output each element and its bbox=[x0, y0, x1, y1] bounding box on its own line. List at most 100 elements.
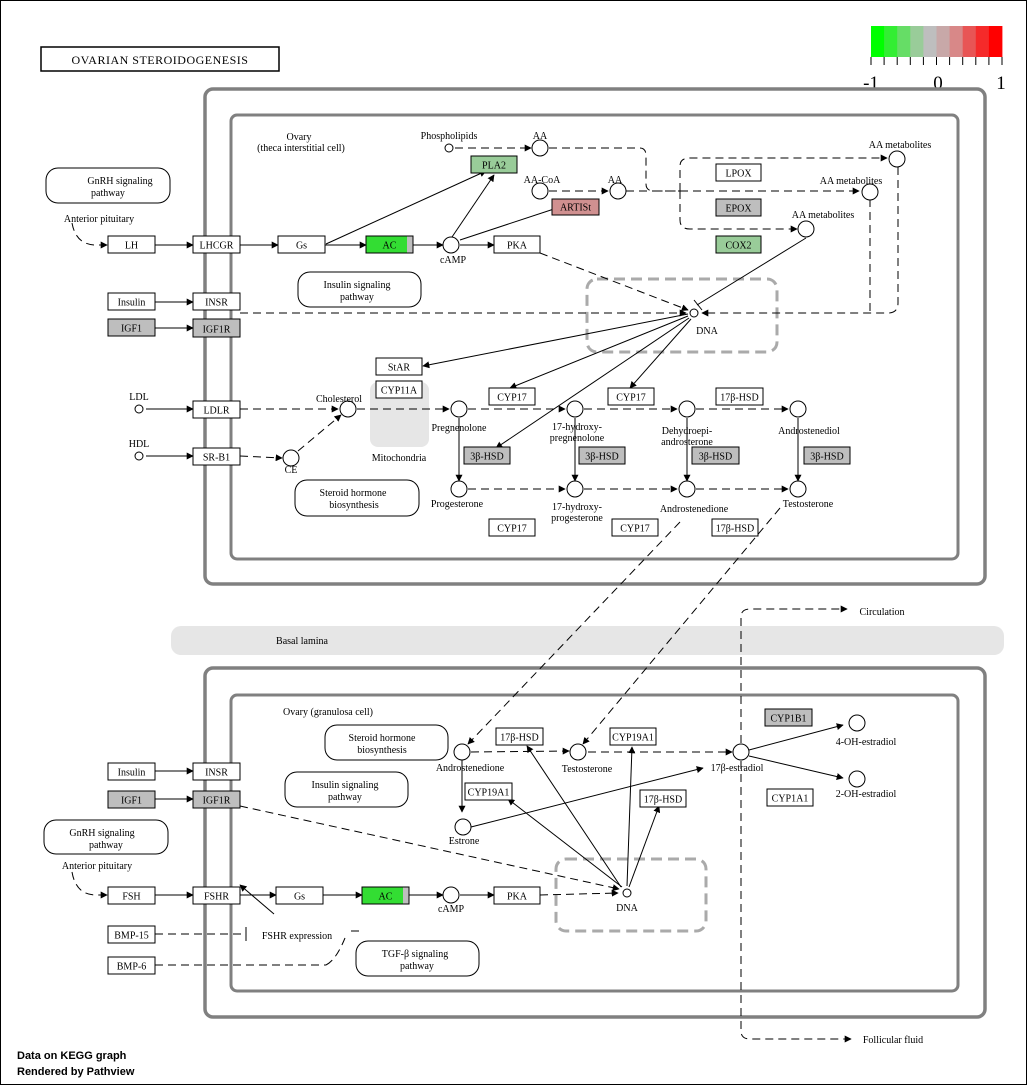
gene-cyp11a[interactable]: CYP11A bbox=[375, 380, 423, 399]
gene-srb1[interactable]: SR-B1 bbox=[192, 447, 241, 466]
gene-hsd3-b[interactable]: 3β-HSD bbox=[578, 446, 626, 465]
compound-aacoa[interactable]: AA-CoA bbox=[524, 175, 561, 200]
edge-dna-cyp17b bbox=[629, 318, 692, 389]
compound-androstenedione-bot[interactable]: Androstenedione bbox=[436, 743, 505, 774]
compound-ohpreg[interactable]: 17-hydroxy-pregnenolone bbox=[550, 400, 605, 444]
gene-label: CYP17 bbox=[620, 524, 649, 535]
gene-star[interactable]: StAR bbox=[375, 357, 423, 376]
gene-bmp6[interactable]: BMP-6 bbox=[107, 956, 156, 975]
gene-hsd3-d[interactable]: 3β-HSD bbox=[803, 446, 851, 465]
steroid-pathway-top[interactable]: Steroid hormone biosynthesis bbox=[294, 479, 420, 517]
gene-artist[interactable]: ARTISt bbox=[551, 198, 600, 216]
gene-cyp17-b[interactable]: CYP17 bbox=[607, 387, 655, 406]
compound-estrone[interactable]: Estrone bbox=[449, 818, 480, 847]
follicular-fluid-label: Follicular fluid bbox=[863, 1035, 923, 1046]
gene-pka-top[interactable]: PKA bbox=[493, 235, 541, 254]
compound-aa2[interactable]: AA bbox=[608, 175, 627, 200]
gene-cyp17-c[interactable]: CYP17 bbox=[488, 518, 536, 537]
gene-hsd3-c[interactable]: 3β-HSD bbox=[691, 446, 740, 465]
gene-gs-top[interactable]: Gs bbox=[277, 235, 326, 254]
gene-cox2[interactable]: COX2 bbox=[715, 235, 762, 254]
edge-pituitary-lh bbox=[71, 222, 108, 249]
gene-insr-top[interactable]: INSR bbox=[192, 292, 241, 311]
gnrh-pathway-bottom[interactable]: GnRH signaling pathway bbox=[43, 819, 169, 855]
gene-cyp19a1-b[interactable]: CYP19A1 bbox=[464, 782, 513, 801]
compound-label: Estrone bbox=[449, 836, 480, 847]
gene-fsh[interactable]: FSH bbox=[107, 886, 156, 905]
compound-label: Progesterone bbox=[431, 499, 484, 510]
compound-ohprog[interactable]: 17-hydroxy-progesterone bbox=[551, 480, 603, 524]
gene-hsd17-c[interactable]: 17β-HSD bbox=[495, 727, 544, 746]
compound-progesterone[interactable]: Progesterone bbox=[431, 480, 484, 510]
gene-hsd3-a[interactable]: 3β-HSD bbox=[463, 446, 511, 465]
gene-gs-bot[interactable]: Gs bbox=[275, 886, 324, 905]
gene-epox[interactable]: EPOX bbox=[715, 198, 762, 217]
gene-hsd17-d[interactable]: 17β-HSD bbox=[639, 789, 687, 808]
gene-lpox[interactable]: LPOX bbox=[715, 163, 762, 182]
gene-insr-bot[interactable]: INSR bbox=[192, 762, 241, 781]
compound-estradiol[interactable]: 17β-estradiol bbox=[711, 743, 764, 774]
compound-aa1[interactable]: AA bbox=[531, 131, 549, 157]
gene-label: ARTISt bbox=[560, 203, 591, 214]
compound-oh2[interactable]: 2-OH-estradiol bbox=[836, 770, 897, 800]
compound-ce[interactable]: CE bbox=[282, 449, 300, 476]
gene-pla2[interactable]: PLA2 bbox=[470, 155, 518, 174]
compound-camp-bot[interactable]: cAMP bbox=[438, 886, 465, 915]
insulin-pathway-bottom[interactable]: Insulin signaling pathway bbox=[284, 771, 409, 808]
compound-hdl[interactable]: HDL bbox=[129, 439, 150, 461]
gene-cyp17-a[interactable]: CYP17 bbox=[488, 387, 536, 406]
gene-pka-bot[interactable]: PKA bbox=[493, 886, 541, 905]
gene-igf1-top[interactable]: IGF1 bbox=[107, 318, 156, 337]
compound-ldl[interactable]: LDL bbox=[129, 392, 149, 414]
gene-insulin-top[interactable]: Insulin bbox=[107, 292, 156, 311]
steroid-pathway-bottom[interactable]: Steroid hormone biosynthesis bbox=[324, 724, 449, 761]
compound-androstenediol[interactable]: Androstenediol bbox=[778, 400, 840, 437]
compound-testosterone-top[interactable]: Testosterone bbox=[783, 480, 834, 510]
compound-cholesterol[interactable]: Cholesterol bbox=[316, 394, 362, 418]
gene-hsd17-b[interactable]: 17β-HSD bbox=[711, 518, 759, 537]
pathway-title: OVARIAN STEROIDOGENESIS bbox=[40, 46, 280, 72]
gene-label: LH bbox=[125, 241, 138, 252]
gene-ac-top[interactable]: AC bbox=[365, 235, 414, 254]
gene-label: CYP17 bbox=[497, 393, 526, 404]
granulosa-cell-frame-inner bbox=[229, 693, 960, 993]
insulin-pathway-top[interactable]: Insulin signaling pathway bbox=[297, 271, 422, 308]
compound-dhea[interactable]: Dehydroepi-androsterone bbox=[661, 400, 713, 448]
compound-androstenedione-top[interactable]: Androstenedione bbox=[660, 480, 729, 515]
edge-srb1-ce bbox=[239, 454, 283, 462]
gene-hsd17-a[interactable]: 17β-HSD bbox=[715, 387, 764, 406]
tgfb-pathway[interactable]: TGF-β signaling pathway bbox=[355, 940, 480, 977]
gnrh-pathway-top[interactable]: GnRH signaling pathway bbox=[45, 167, 171, 204]
compound-dna-top[interactable]: DNA bbox=[689, 308, 719, 337]
gene-cyp1a1[interactable]: CYP1A1 bbox=[766, 788, 814, 807]
gene-bmp15[interactable]: BMP-15 bbox=[107, 925, 156, 944]
edge-pituitary-fsh bbox=[71, 871, 108, 899]
compound-aam1[interactable]: AA metabolites bbox=[869, 140, 932, 168]
compound-label: DNA bbox=[696, 326, 718, 337]
gene-igf1r-bot[interactable]: IGF1R bbox=[192, 790, 241, 809]
compound-phospholipids[interactable]: Phospholipids bbox=[421, 131, 478, 153]
gene-lh[interactable]: LH bbox=[107, 235, 156, 254]
gene-fshr[interactable]: FSHR bbox=[192, 886, 241, 905]
compound-camp-top[interactable]: cAMP bbox=[440, 236, 467, 266]
gene-ac-bot[interactable]: AC bbox=[361, 886, 410, 905]
compound-pregnenolone[interactable]: Pregnenolone bbox=[432, 400, 488, 434]
gene-label: LHCGR bbox=[200, 241, 234, 252]
svg-text:pathway: pathway bbox=[340, 292, 374, 303]
gene-cyp1b1[interactable]: CYP1B1 bbox=[764, 708, 813, 727]
gene-cyp17-d[interactable]: CYP17 bbox=[611, 518, 659, 537]
gene-ldlr[interactable]: LDLR bbox=[192, 400, 241, 419]
compound-oh4[interactable]: 4-OH-estradiol bbox=[836, 714, 897, 748]
gene-lhcgr[interactable]: LHCGR bbox=[192, 235, 241, 254]
compound-label: Androstenediol bbox=[778, 426, 840, 437]
gene-insulin-bot[interactable]: Insulin bbox=[107, 762, 156, 781]
compound-aam3[interactable]: AA metabolites bbox=[792, 210, 855, 238]
compound-dna-bot[interactable]: DNA bbox=[616, 888, 639, 914]
gene-igf1-bot[interactable]: IGF1 bbox=[107, 790, 156, 809]
gene-igf1r-top[interactable]: IGF1R bbox=[192, 318, 241, 338]
compound-aam2[interactable]: AA metabolites bbox=[820, 176, 883, 201]
compound-testosterone-bot[interactable]: Testosterone bbox=[562, 743, 613, 775]
edge-dna-cyp19a1a bbox=[507, 798, 623, 888]
gene-cyp19a1-a[interactable]: CYP19A1 bbox=[609, 727, 657, 746]
